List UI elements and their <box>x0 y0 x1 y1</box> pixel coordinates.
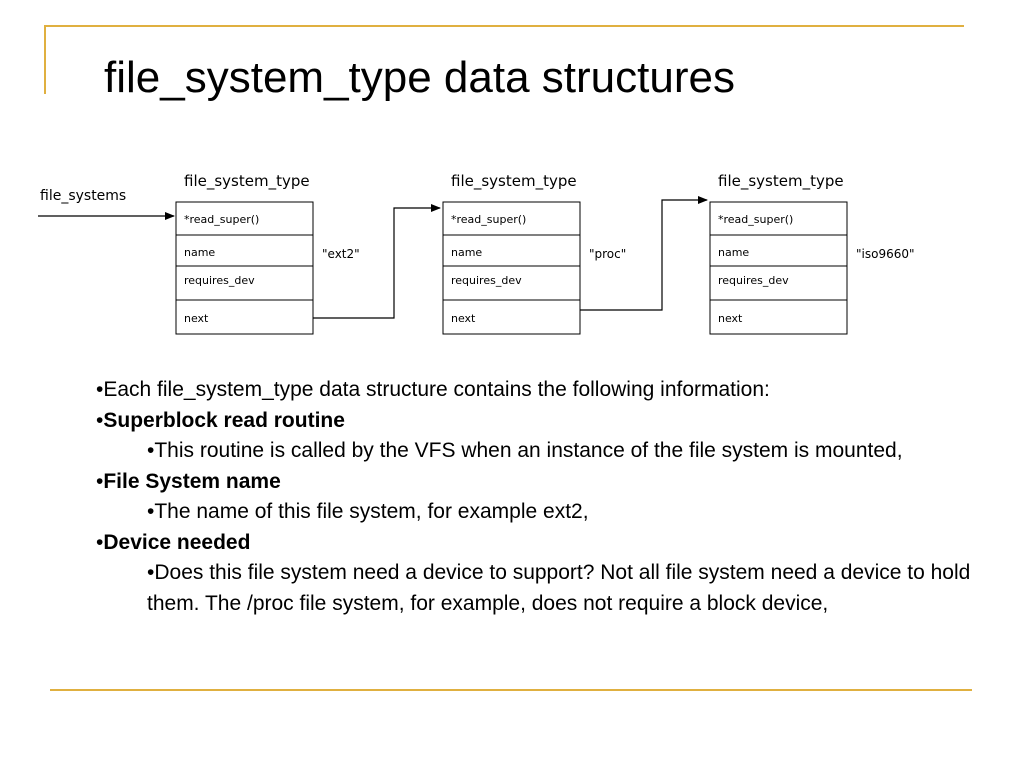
struct-title: file_system_type <box>718 172 844 191</box>
next-pointer-arrow <box>580 196 708 311</box>
bullet-text: Each file_system_type data structure con… <box>103 378 770 401</box>
field-name: name <box>451 246 482 259</box>
slide-title: file_system_type data structures <box>104 53 735 102</box>
struct-iso9660: file_system_type *read_super() name requ… <box>709 172 915 335</box>
bullet-marker: • <box>96 408 104 432</box>
struct-box <box>442 201 581 335</box>
bullet-marker: • <box>96 530 104 554</box>
field-requires-dev: requires_dev <box>718 274 789 287</box>
struct-box <box>709 201 848 335</box>
head-pointer-label: file_systems <box>40 188 126 204</box>
bullet-marker: • <box>147 439 155 462</box>
bullet-list: •Each file_system_type data structure co… <box>96 375 976 619</box>
field-requires-dev: requires_dev <box>184 274 255 287</box>
struct-title: file_system_type <box>451 172 577 191</box>
field-name: name <box>718 246 749 259</box>
struct-proc: file_system_type *read_super() name requ… <box>442 172 626 335</box>
field-read-super: *read_super() <box>718 213 793 226</box>
left-accent-rule <box>44 25 46 94</box>
bullet-item: •Each file_system_type data structure co… <box>96 375 976 406</box>
field-next: next <box>184 312 209 325</box>
field-name: name <box>184 246 215 259</box>
field-requires-dev: requires_dev <box>451 274 522 287</box>
bullet-text: The name of this file system, for exampl… <box>154 500 589 523</box>
bullet-heading: Superblock read routine <box>103 408 345 432</box>
next-pointer-arrow <box>313 204 441 319</box>
name-value: "iso9660" <box>856 247 915 261</box>
sub-bullet-item: •The name of this file system, for examp… <box>96 497 976 528</box>
bottom-rule <box>50 689 972 691</box>
linked-list-diagram: file_systems file_system_type *read_supe… <box>30 160 990 350</box>
struct-box <box>175 201 314 335</box>
bullet-marker: • <box>96 469 104 493</box>
bullet-text: Does this file system need a device to s… <box>147 561 971 615</box>
bullet-heading: File System name <box>103 469 281 493</box>
bullet-item: •File System name <box>96 467 976 498</box>
field-read-super: *read_super() <box>451 213 526 226</box>
name-value: "proc" <box>589 247 626 261</box>
field-next: next <box>451 312 476 325</box>
struct-title: file_system_type <box>184 172 310 191</box>
bullet-marker: • <box>147 500 155 523</box>
bullet-item: •Superblock read routine <box>96 406 976 437</box>
bullet-text: This routine is called by the VFS when a… <box>154 439 903 462</box>
diagram-canvas: file_systems file_system_type *read_supe… <box>38 172 915 335</box>
struct-ext2: file_system_type *read_super() name requ… <box>175 172 360 335</box>
bullet-item: •Device needed <box>96 528 976 559</box>
bullet-heading: Device needed <box>103 530 251 554</box>
sub-bullet-item: •Does this file system need a device to … <box>96 558 976 619</box>
sub-bullet-item: •This routine is called by the VFS when … <box>96 436 976 467</box>
bullet-marker: • <box>147 561 155 584</box>
bullet-marker: • <box>96 378 104 401</box>
name-value: "ext2" <box>322 247 360 261</box>
field-read-super: *read_super() <box>184 213 259 226</box>
top-rule <box>44 25 964 27</box>
field-next: next <box>718 312 743 325</box>
